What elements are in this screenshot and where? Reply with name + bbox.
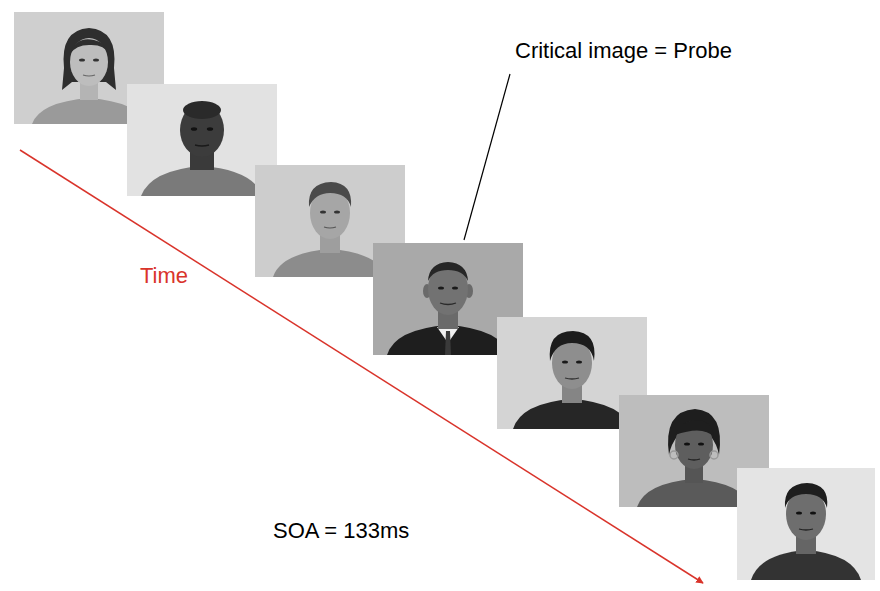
time-arrow <box>20 150 703 583</box>
annotation-label: Critical image = Probe <box>515 38 732 64</box>
annotation-label: Time <box>140 263 188 289</box>
face-photo <box>737 468 875 580</box>
face-photo <box>127 84 277 196</box>
leader-line <box>464 74 510 240</box>
annotation-label: SOA = 133ms <box>273 518 409 544</box>
